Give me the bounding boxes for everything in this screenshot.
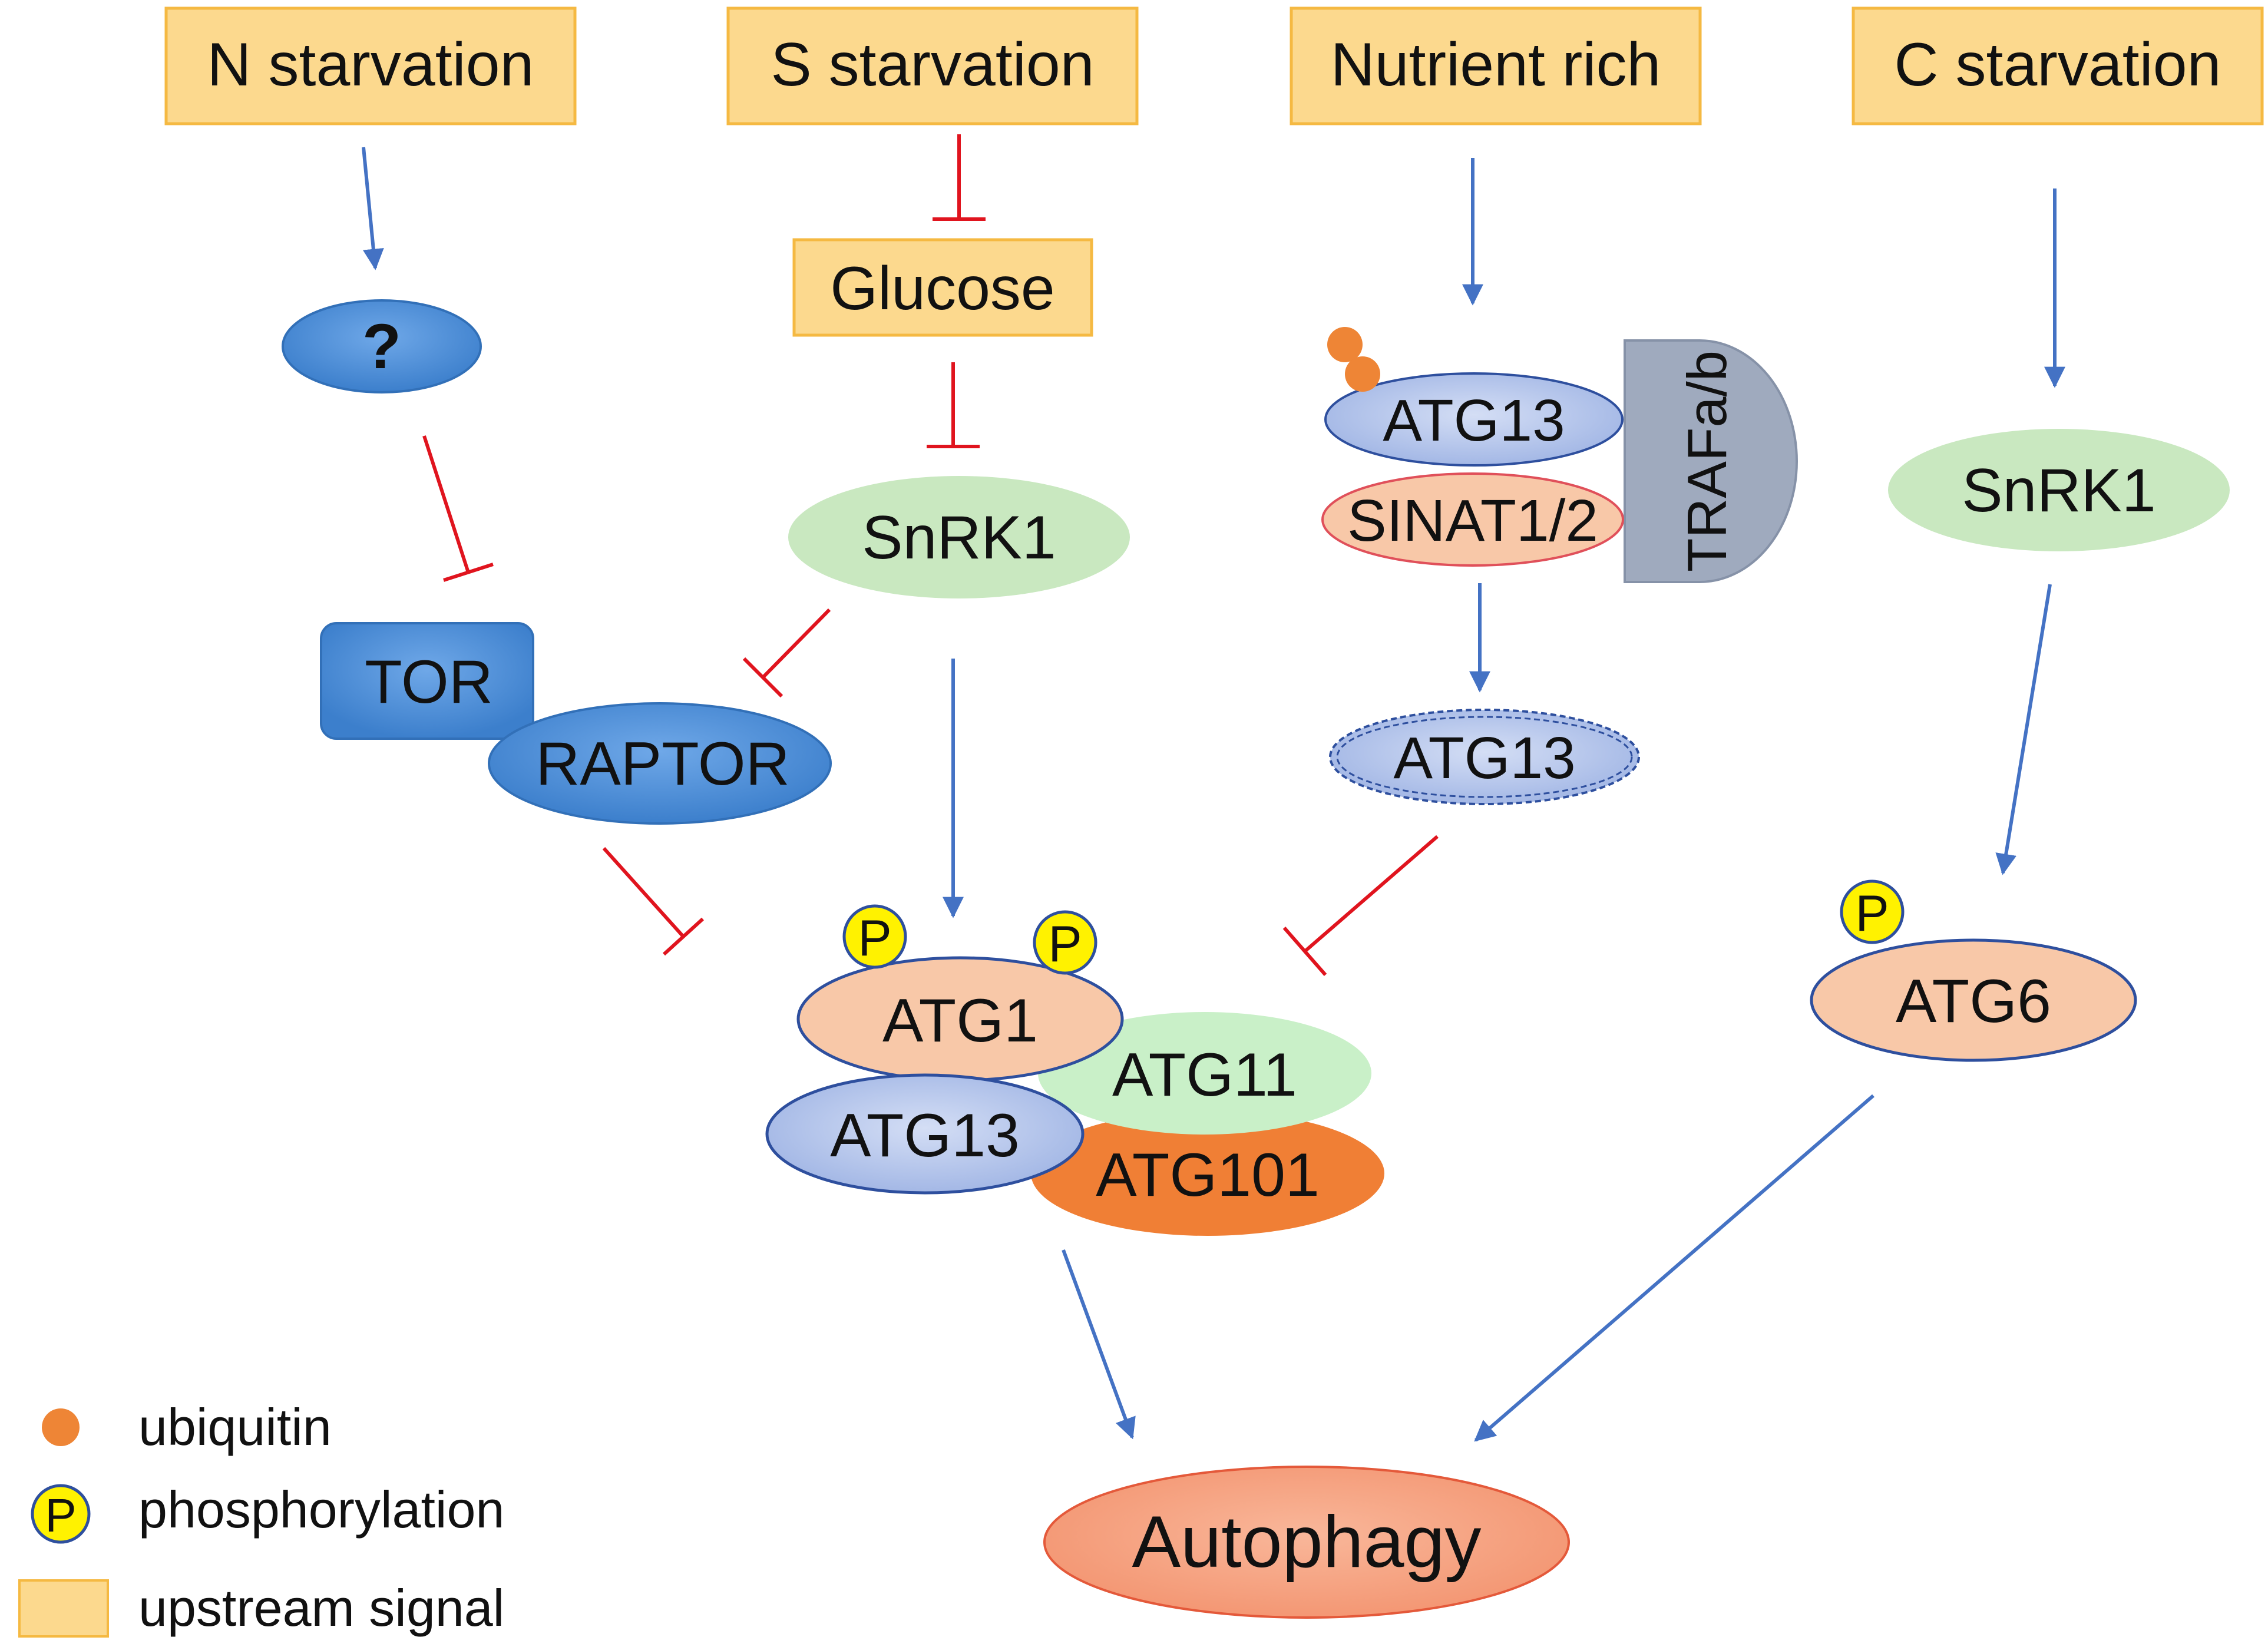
phospho-atg1-left-label: P	[858, 910, 891, 967]
signal-c-starvation: C starvation	[1852, 6, 2264, 125]
atg13-top-node: ATG13	[1324, 372, 1624, 467]
ubiquitin-markers	[1327, 327, 1380, 392]
phospho-atg1-left: P	[842, 904, 907, 969]
atg1-complex: ATG101 ATG11 ATG1 ATG13 P P	[765, 904, 1384, 1236]
inhibit-unknown-to-tor	[422, 435, 494, 582]
phospho-atg6-label: P	[1855, 885, 1889, 942]
tor-node: TOR	[320, 622, 534, 740]
legend-phosphorylation-label: phosphorylation	[138, 1480, 504, 1539]
trafab-node-label: TRAFa/b	[1676, 350, 1738, 572]
signal-s-starvation: S starvation	[726, 6, 1139, 125]
ubiquitin-icon	[1327, 327, 1363, 362]
legend-upstream-signal-label: upstream signal	[138, 1579, 504, 1637]
phosphorylation-legend-symbol: P	[45, 1489, 76, 1542]
arrow-atg6-to-autophagy	[1474, 1094, 1874, 1442]
trafab-node: TRAFa/b	[1624, 339, 1798, 583]
signal-nutrient-rich-label: Nutrient rich	[1331, 31, 1661, 99]
snrk1-left-node-label: SnRK1	[862, 504, 1056, 572]
atg13-degraded-node-label: ATG13	[1393, 725, 1575, 791]
arrow-n-to-unknown	[362, 147, 384, 270]
atg1-node-label: ATG1	[882, 987, 1038, 1055]
upstream-signal-legend-swatch	[18, 1579, 109, 1638]
phosphorylation-legend-icon	[31, 1484, 91, 1544]
inhibit-raptor-to-atg1-complex	[602, 846, 705, 956]
atg13-complex-node: ATG13	[765, 1073, 1085, 1195]
autophagy-node-label: Autophagy	[1132, 1502, 1482, 1583]
snrk1-right-node-label: SnRK1	[1962, 457, 2156, 525]
raptor-node-label: RAPTOR	[535, 730, 790, 798]
phospho-atg6: P	[1840, 879, 1905, 944]
inhibit-s-to-glucose	[933, 134, 986, 221]
atg13-complex-node-label: ATG13	[830, 1102, 1020, 1170]
phospho-atg1-right-label: P	[1048, 916, 1082, 973]
atg11-node-label: ATG11	[1112, 1041, 1297, 1109]
phospho-atg1-right: P	[1033, 910, 1097, 975]
atg6-node-label: ATG6	[1896, 967, 2051, 1036]
signal-s-starvation-label: S starvation	[771, 31, 1094, 99]
ubiquitin-legend-icon	[42, 1408, 80, 1446]
glucose-node-label: Glucose	[830, 254, 1055, 323]
sinat-node: SINAT1/2	[1321, 472, 1624, 567]
signal-nutrient-rich: Nutrient rich	[1290, 6, 1702, 125]
atg101-node: ATG101	[1031, 1111, 1384, 1236]
inhibit-atg13-to-atg1-complex	[1282, 835, 1439, 976]
legend-ubiquitin-label: ubiquitin	[138, 1398, 332, 1456]
unknown-node: ?	[282, 299, 482, 393]
snrk1-left-node: SnRK1	[788, 476, 1130, 598]
signal-n-starvation: N starvation	[164, 6, 577, 125]
unknown-node-label: ?	[362, 310, 401, 382]
atg13-degraded-node: ATG13	[1329, 709, 1640, 805]
signal-c-starvation-label: C starvation	[1895, 31, 2221, 99]
inhibit-snrk1-to-raptor	[742, 608, 831, 698]
ubiquitin-icon	[1345, 356, 1380, 392]
snrk1-right-node: SnRK1	[1888, 429, 2230, 551]
arrow-atg1-complex-to-autophagy	[1062, 1249, 1136, 1440]
tor-node-label: TOR	[365, 648, 493, 716]
sinat-node-label: SINAT1/2	[1347, 488, 1598, 554]
signal-n-starvation-label: N starvation	[207, 31, 534, 99]
atg6-node: ATG6	[1810, 938, 2137, 1062]
atg11-node: ATG11	[1038, 1012, 1371, 1135]
atg101-node-label: ATG101	[1096, 1141, 1320, 1209]
atg13-top-node-label: ATG13	[1383, 388, 1565, 454]
raptor-node: RAPTOR	[488, 702, 832, 825]
autophagy-node: Autophagy	[1043, 1466, 1570, 1619]
legend: ubiquitin P phosphorylation upstream sig…	[18, 1398, 504, 1638]
arrow-snrk1-to-atg6	[1995, 584, 2052, 875]
glucose-node: Glucose	[792, 238, 1093, 337]
inhibit-glucose-to-snrk1	[927, 362, 980, 448]
atg1-node: ATG1	[796, 956, 1124, 1082]
